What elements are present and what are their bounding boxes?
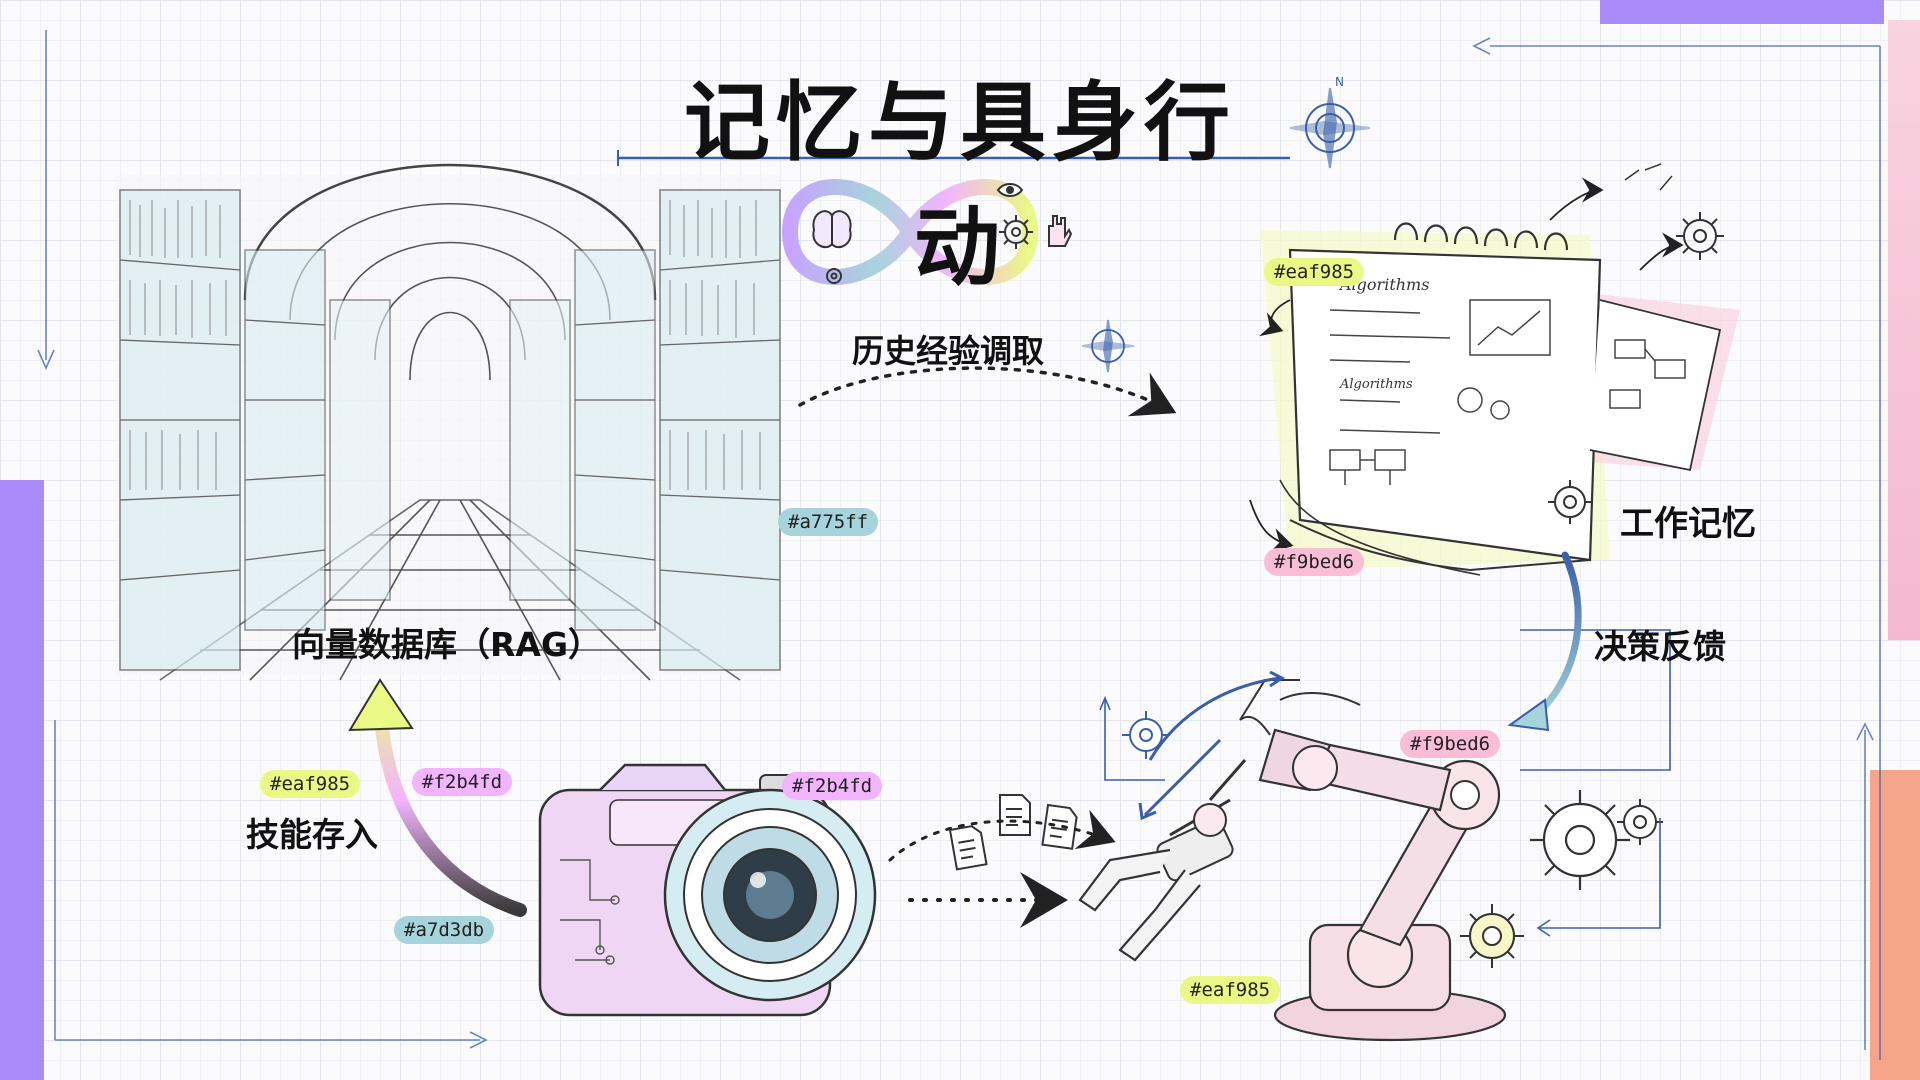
edge-label-decision-feedback: 决策反馈 [1594,627,1726,666]
edge-decision-feedback [1526,551,1582,724]
corner-block-pink-right [1888,20,1920,640]
compass-icon: N [1289,75,1371,169]
brain-icon [812,210,852,249]
color-tag-eaf985-robot: #eaf985 [1180,976,1281,1004]
corner-block-coral-right [1870,770,1920,1080]
edge-camera-to-robot-docs [888,809,1116,862]
corner-block-purple-top [1600,0,1884,24]
document-icon [948,825,988,871]
edge-label-skill-storage: 技能存入 [246,815,378,854]
robot-arm-illustration [1078,679,1507,1042]
corner-block-purple-left [0,480,44,1080]
node-label-vector-db: 向量数据库（RAG） [292,625,602,664]
color-tag-a775ff: #a775ff [778,508,879,536]
color-tag-a7d3db-skill: #a7d3db [394,916,495,944]
blueprint-frame [37,30,1881,1060]
color-tag-f2b4fd-camera: #f2b4fd [782,772,883,800]
gear-icon [1548,480,1592,524]
document-icon [1041,803,1078,850]
gear-icon [1460,904,1524,968]
robot-motion-arrows [1138,670,1285,821]
gear-icon [1530,790,1630,890]
notebook-illustration: Algorithms Algorithms [1249,163,1740,576]
gear-icon [1122,711,1170,759]
color-tag-f9bed6-notebook: #f9bed6 [1264,548,1365,576]
color-tag-f2b4fd-skill: #f2b4fd [412,768,513,796]
color-tag-f9bed6-robot: #f9bed6 [1400,730,1501,758]
document-icon [999,794,1031,836]
svg-text:N: N [1335,75,1344,89]
infinity-loop-icon [781,179,1073,285]
node-label-working-memory: 工作记忆 [1620,504,1756,544]
edge-decision-feedback-head [1507,698,1550,732]
blueprint-brackets [1099,629,1671,937]
edge-skill-storage [373,683,527,917]
edge-label-history-retrieval: 历史经验调取 [852,332,1045,370]
gear-icon [999,215,1033,249]
hand-icon [1048,215,1073,247]
camera-illustration [538,763,877,1017]
page-title: 记忆与具身行动 [684,73,1236,298]
library-illustration [115,163,781,681]
eye-icon [996,183,1024,197]
color-tag-eaf985-notebook: #eaf985 [1264,258,1365,286]
gear-icon [1617,799,1663,845]
color-tag-eaf985-skill: #eaf985 [260,770,361,798]
title-underline [617,150,1290,166]
edge-skill-storage-head [348,678,414,732]
edge-history-retrieval [798,366,1177,417]
small-gear-icon [826,268,842,284]
notebook-heading-2: Algorithms [1339,377,1413,392]
gear-icon [1676,212,1724,260]
